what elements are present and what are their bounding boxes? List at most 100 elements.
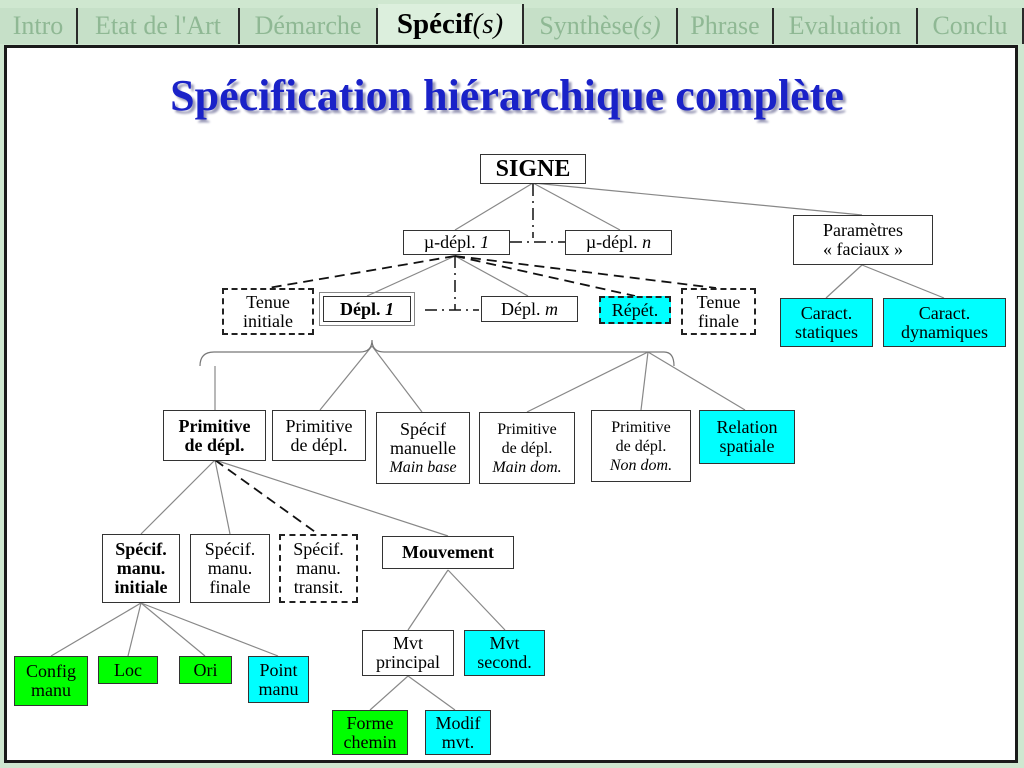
node-primitive-non-dom: Primitive de dépl. Non dom.: [591, 410, 691, 482]
node-forme-l1: Forme: [346, 712, 394, 733]
node-relation-l1: Relation: [716, 417, 778, 437]
node-parametres-faciaux: Paramètres « faciaux »: [793, 215, 933, 265]
node-primitive-main-dom: Primitive de dépl. Main dom.: [479, 412, 575, 484]
node-tenue-initiale-l1: Tenue: [246, 291, 290, 312]
node-primitive-2-l2: de dépl.: [290, 434, 348, 455]
node-prim-nondom-l3: Non dom.: [609, 456, 673, 474]
node-primitive-main-l1: Primitive: [178, 415, 251, 436]
node-config-l1: Config: [25, 661, 76, 681]
node-config-l2: manu: [31, 680, 71, 700]
node-tenue-initiale: Tenue initiale: [222, 288, 314, 335]
node-tenue-finale-l1: Tenue: [696, 291, 741, 312]
node-tenue-finale-l2: finale: [698, 310, 739, 331]
node-sm-fin-l3: finale: [209, 577, 251, 597]
node-repet-label: Répét.: [611, 299, 659, 320]
node-depl-1-label: Dépl. 1: [340, 298, 394, 319]
node-ori: Ori: [179, 656, 232, 684]
node-repet: Répét.: [599, 296, 671, 324]
node-mvt-sec-l1: Mvt: [489, 633, 520, 653]
node-loc-label: Loc: [114, 659, 142, 680]
tab-specif[interactable]: Spécif(s): [378, 4, 524, 44]
node-config-manu: Config manu: [14, 656, 88, 706]
node-caract-dynamiques: Caract. dynamiques: [883, 298, 1006, 347]
tab-specif-sub: (s): [472, 7, 504, 40]
node-modif-l1: Modif: [435, 712, 481, 733]
node-primitive-depl-2: Primitive de dépl.: [272, 410, 366, 461]
node-specif-manuelle-l2: manuelle: [390, 437, 456, 458]
node-mvt-princ-l2: principal: [376, 652, 440, 672]
node-prim-dom-l2: de dépl.: [501, 439, 553, 457]
node-tenue-finale: Tenue finale: [681, 288, 756, 335]
node-tenue-initiale-l2: initiale: [243, 310, 293, 331]
node-point-l2: manu: [258, 678, 299, 699]
node-caract-dynamiques-l1: Caract.: [918, 302, 971, 323]
node-point-manu: Point manu: [248, 656, 309, 703]
node-signe: SIGNE: [480, 154, 586, 184]
node-prim-nondom-l1: Primitive: [611, 418, 671, 436]
node-signe-label: SIGNE: [495, 155, 571, 182]
node-micro-depl-1: µ-dépl. 1: [403, 230, 510, 255]
node-sm-trans-l1: Spécif.: [293, 539, 344, 559]
node-primitive-2-l1: Primitive: [285, 415, 353, 436]
node-mouvement: Mouvement: [382, 536, 514, 569]
slide-title: Spécification hiérarchique complète: [170, 71, 844, 120]
node-specif-manuelle: Spécif manuelle Main base: [376, 412, 470, 484]
node-depl-m: Dépl. m: [481, 296, 578, 322]
node-caract-statiques-l1: Caract.: [800, 302, 853, 323]
node-sm-trans-l2: manu.: [296, 558, 341, 578]
node-primitive-main-l2: de dépl.: [184, 434, 245, 455]
tab-conclu[interactable]: Conclu: [918, 8, 1024, 44]
tab-demarche[interactable]: Démarche: [240, 8, 378, 44]
node-mvt-principal: Mvt principal: [362, 630, 454, 676]
node-prim-dom-l1: Primitive: [497, 420, 557, 438]
tab-synthese-sub: (s): [633, 11, 661, 40]
tab-synthese[interactable]: Synthèse(s): [524, 8, 678, 44]
node-caract-statiques: Caract. statiques: [780, 298, 873, 347]
node-micro-depl-n: µ-dépl. n: [565, 230, 672, 255]
node-specif-manu-finale: Spécif. manu. finale: [190, 534, 270, 603]
node-sm-fin-l1: Spécif.: [204, 539, 256, 559]
node-sm-trans-l3: transit.: [293, 577, 344, 597]
node-mouvement-label: Mouvement: [402, 542, 494, 562]
node-micro-depl-n-label: µ-dépl. n: [585, 232, 652, 252]
node-relation-spatiale: Relation spatiale: [699, 410, 795, 464]
node-sm-init-l2: manu.: [116, 558, 166, 578]
tab-phrase[interactable]: Phrase: [678, 8, 774, 44]
node-caract-dynamiques-l2: dynamiques: [901, 321, 988, 342]
node-prim-nondom-l2: de dépl.: [615, 437, 667, 455]
tab-synthese-label: Synthèse: [539, 11, 634, 40]
node-specif-manuelle-l3: Main base: [389, 458, 457, 476]
node-depl-m-label: Dépl. m: [501, 298, 558, 319]
node-prim-dom-l3: Main dom.: [492, 458, 562, 476]
section-tabs: Intro Etat de l'Art Démarche Spécif(s) S…: [0, 0, 1024, 44]
node-mvt-second: Mvt second.: [464, 630, 545, 676]
tab-specif-label: Spécif: [396, 7, 473, 40]
tab-evaluation[interactable]: Evaluation: [774, 8, 918, 44]
node-sm-init-l3: initiale: [114, 577, 168, 597]
node-loc: Loc: [98, 656, 158, 684]
node-depl-1: Dépl. 1: [319, 292, 415, 326]
node-point-l1: Point: [259, 659, 298, 680]
node-specif-manu-transit: Spécif. manu. transit.: [279, 534, 358, 603]
node-relation-l2: spatiale: [719, 436, 775, 456]
node-specif-manu-initiale: Spécif. manu. initiale: [102, 534, 180, 603]
node-micro-depl-1-label: µ-dépl. 1: [423, 232, 490, 252]
node-caract-statiques-l2: statiques: [795, 321, 858, 342]
node-modif-mvt: Modif mvt.: [425, 710, 491, 755]
node-forme-chemin: Forme chemin: [332, 710, 408, 755]
node-forme-l2: chemin: [343, 731, 397, 752]
tab-intro[interactable]: Intro: [0, 8, 78, 44]
node-parametres-l2: « faciaux »: [823, 239, 903, 259]
node-parametres-l1: Paramètres: [823, 220, 903, 240]
node-mvt-princ-l1: Mvt: [392, 633, 423, 653]
node-primitive-depl-main: Primitive de dépl.: [163, 410, 266, 461]
node-sm-fin-l2: manu.: [207, 558, 253, 578]
node-ori-label: Ori: [193, 659, 218, 680]
node-mvt-sec-l2: second.: [477, 652, 532, 672]
node-modif-l2: mvt.: [441, 731, 475, 752]
node-sm-init-l1: Spécif.: [115, 539, 167, 559]
node-specif-manuelle-l1: Spécif: [400, 418, 446, 439]
tab-etat-de-l-art[interactable]: Etat de l'Art: [78, 8, 240, 44]
